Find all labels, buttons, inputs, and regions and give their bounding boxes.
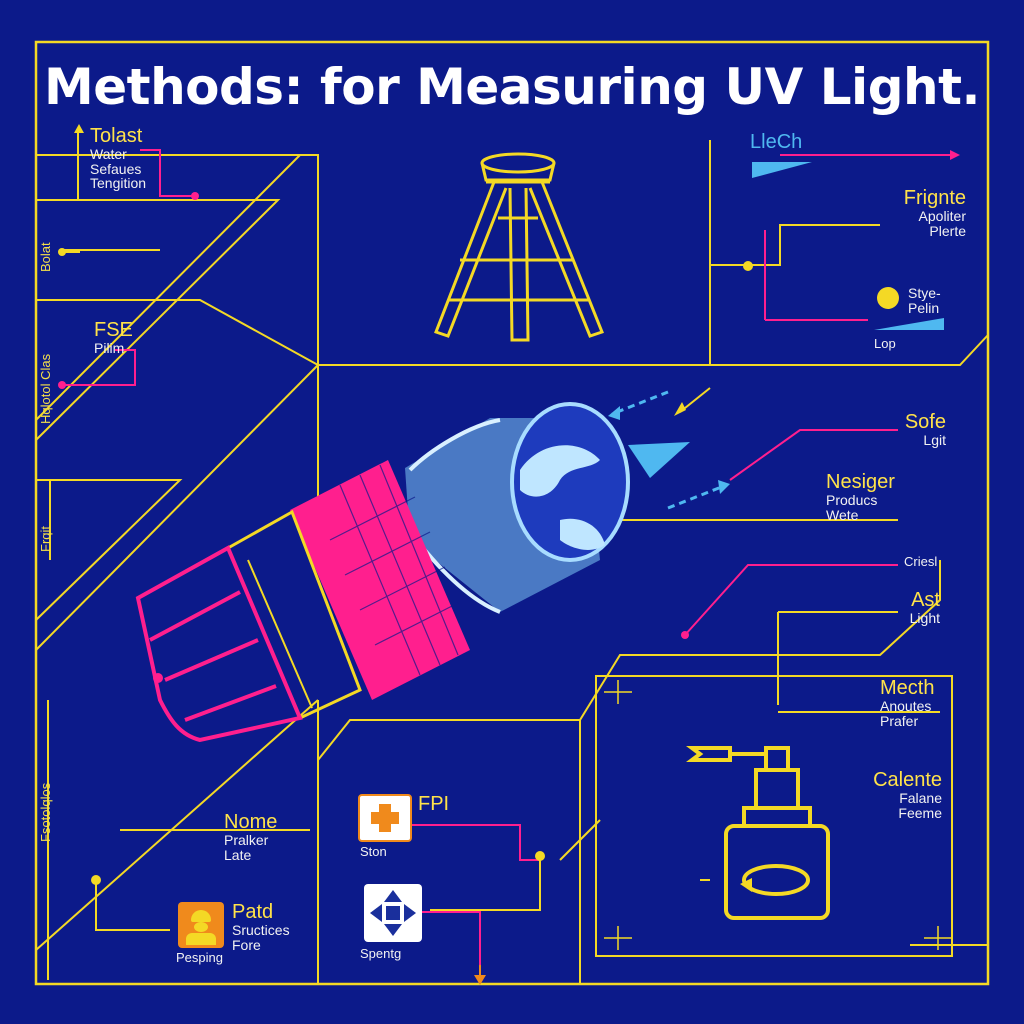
medical-cross-icon (358, 794, 412, 842)
lop-marker (874, 318, 944, 330)
label-tolast: Tolast Water Sefaues Tengition (90, 126, 146, 191)
label-patd-line2: Fore (232, 936, 261, 953)
label-ast-heading: Ast (911, 589, 940, 611)
label-patd-line1: Sructices (232, 922, 290, 938)
liech-marker (752, 162, 812, 178)
vertical-label-top-left: Bolat (38, 242, 53, 272)
vertical-label-upper-left: Hqlotol Clas (38, 353, 53, 424)
label-fse: FSE Pilim (94, 320, 133, 356)
label-calente: Calente Falane Feeme (850, 770, 942, 820)
label-mecth: Mecth Anoutes Prafer (880, 678, 934, 728)
label-nome-heading: Nome (224, 811, 278, 833)
label-criesl: Criesl (904, 554, 938, 569)
label-ast-line1: Light (909, 610, 940, 626)
label-frignte-line2: Plerte (929, 222, 966, 239)
label-fpi: FPI (418, 794, 449, 815)
label-mecth-line1: Anoutes (880, 698, 932, 714)
label-tolast-line2: Sefaues (90, 160, 142, 177)
label-nesiger-heading: Nesiger (826, 471, 895, 493)
sun-icon (877, 287, 899, 309)
label-liech: LleCh (750, 132, 802, 153)
label-patd: Patd Sructices Fore (232, 902, 290, 952)
dashed-arrows (611, 390, 725, 510)
label-nome: Nome Pralker Late (224, 812, 277, 862)
label-styepelin-line2: Pelin (908, 299, 940, 316)
label-fse-line1: Pilim (94, 340, 125, 356)
label-nesiger-line2: Wete (826, 506, 859, 523)
label-nesiger: Nesiger Producs Wete (826, 472, 895, 522)
label-lop: Lop (874, 336, 896, 351)
label-liech-heading: LleCh (750, 131, 803, 153)
label-fpi-line1: Ston (360, 844, 387, 859)
crosshair-marks (604, 680, 952, 950)
uv-meter-device-icon (135, 402, 630, 743)
vertical-label-mid-left: Frqit (38, 526, 53, 552)
outer-frame (34, 40, 990, 986)
spray-bottle-icon (686, 746, 830, 920)
label-mecth-heading: Mecth (880, 677, 935, 699)
label-sofe: Sofe Lgit (840, 412, 946, 448)
label-styepelin: Stye- Pelin (908, 286, 941, 315)
right-panel-box (595, 675, 953, 957)
page-title: Methods: for Measuring UV Light. (44, 58, 980, 116)
label-calente-line1: Falane (899, 790, 942, 806)
label-nome-line1: Pralker (224, 832, 269, 848)
beam-triangle (628, 442, 690, 478)
label-nome-line2: Late (224, 846, 252, 863)
magenta-connectors (62, 149, 950, 975)
label-tolast-line3: Tengition (90, 175, 147, 192)
label-styepelin-line1: Stye- (908, 285, 941, 301)
label-ast: Ast Light (850, 590, 940, 626)
label-fpi-heading: FPI (418, 793, 450, 815)
tripod-icon (434, 152, 604, 342)
label-tolast-line1: Water (90, 146, 127, 162)
label-sofe-heading: Sofe (904, 411, 946, 433)
label-frignte-line1: Apoliter (918, 208, 966, 224)
label-spentg: Spentg (360, 946, 402, 961)
yellow-connectors (60, 251, 940, 911)
move-arrows-icon (364, 884, 422, 942)
label-patd-heading: Patd (232, 901, 274, 923)
label-tolast-heading: Tolast (90, 125, 143, 147)
label-nesiger-line1: Producs (826, 492, 878, 508)
label-mecth-line2: Prafer (880, 712, 919, 729)
label-frignte-heading: Frignte (903, 187, 966, 209)
vertical-label-bottom-left: Fsotolqlos (38, 782, 53, 842)
label-calente-heading: Calente (873, 769, 942, 791)
label-sofe-line1: Lgit (923, 432, 946, 448)
worker-icon (178, 902, 224, 948)
label-frignte: Frignte Apoliter Plerte (850, 188, 966, 238)
up-arrow-icon (74, 124, 84, 133)
label-patd-line3: Pesping (176, 950, 223, 965)
label-fse-heading: FSE (94, 319, 133, 341)
label-calente-line2: Feeme (898, 804, 942, 821)
